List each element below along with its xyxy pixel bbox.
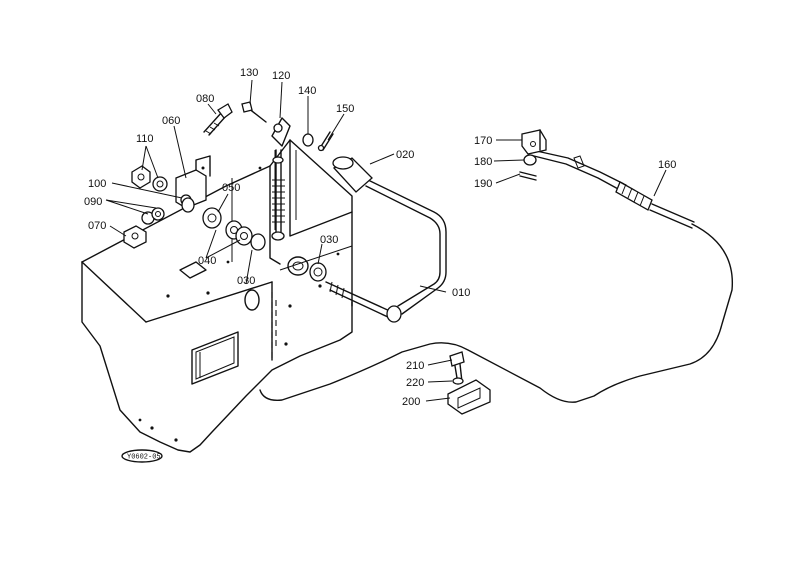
nuts-110 <box>131 165 168 192</box>
nut-180 <box>523 154 537 166</box>
part-labels: 010 020 030 030 040 050 060 070 080 090 … <box>84 67 676 408</box>
label-070: 070 <box>88 220 106 232</box>
label-120: 120 <box>272 70 290 82</box>
housing <box>81 139 353 453</box>
label-170: 170 <box>474 135 492 147</box>
pin-130 <box>241 101 267 123</box>
bolt-080 <box>203 103 233 136</box>
label-160: 160 <box>658 159 676 171</box>
washers-050-040 <box>202 207 266 251</box>
label-040: 040 <box>198 255 216 267</box>
label-220: 220 <box>406 377 424 389</box>
label-210: 210 <box>406 360 424 372</box>
nuts-090 <box>141 207 165 225</box>
label-030-right: 030 <box>320 234 338 246</box>
nut-070 <box>123 225 147 249</box>
label-140: 140 <box>298 85 316 97</box>
label-150: 150 <box>336 103 354 115</box>
label-180: 180 <box>474 156 492 168</box>
washer-100 <box>181 197 195 213</box>
clamp-200 <box>447 379 491 415</box>
label-010: 010 <box>452 287 470 299</box>
cotter-pin-150 <box>317 131 334 152</box>
bushing-030 <box>309 262 327 282</box>
rod-assembly <box>271 117 291 241</box>
label-130: 130 <box>240 67 258 79</box>
label-050: 050 <box>222 182 240 194</box>
washer-220 <box>452 377 464 385</box>
bolt-190 <box>519 171 537 181</box>
label-020: 020 <box>396 149 414 161</box>
washer-140 <box>302 133 314 147</box>
label-080: 080 <box>196 93 214 105</box>
label-190: 190 <box>474 178 492 190</box>
label-030-left: 030 <box>237 275 255 287</box>
label-090: 090 <box>84 196 102 208</box>
leader-lines <box>105 79 667 402</box>
figure-code: Y0602-05 <box>127 454 161 462</box>
figure-code-stamp: Y0602-05 <box>121 449 163 463</box>
label-100: 100 <box>88 178 106 190</box>
clamp-170 <box>521 129 547 155</box>
label-060: 060 <box>162 115 180 127</box>
lever-010 <box>325 156 447 323</box>
label-110: 110 <box>136 133 154 145</box>
label-200: 200 <box>402 396 420 408</box>
cable-160 <box>259 149 734 403</box>
